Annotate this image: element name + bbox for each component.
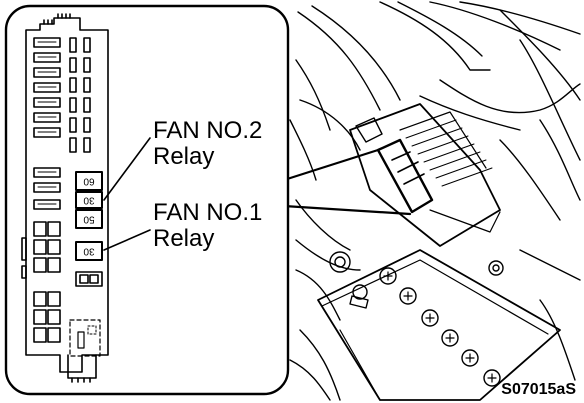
fuse-60-label: 60 [83,175,95,186]
fan-no2-label: FAN NO.2 Relay [153,118,262,170]
fan-no2-leader [103,137,151,201]
fan-no1-label: FAN NO.1 Relay [153,200,262,252]
fuse-30-lower-label: 30 [83,245,95,256]
fuse-50-label: 50 [83,213,95,224]
fuse-50-box [75,209,103,229]
fan-no1-subtitle: Relay [153,225,215,252]
fan-no2-title: FAN NO.2 [153,117,263,144]
fuse-30-upper-box [75,191,103,209]
relay-block [21,13,109,383]
fuse-30-lower-box [75,241,103,261]
fuse-60-box [75,171,103,191]
fan-no1-leader [103,229,151,251]
engine-bay-sketch [289,1,581,401]
figure-code: S07015aS [501,381,576,398]
callout-connector [282,148,412,216]
relay-boxes [75,171,103,261]
fan-no1-title: FAN NO.1 [153,199,263,226]
fan-no2-subtitle: Relay [153,143,215,170]
fuse-30-upper-label: 30 [83,194,95,205]
